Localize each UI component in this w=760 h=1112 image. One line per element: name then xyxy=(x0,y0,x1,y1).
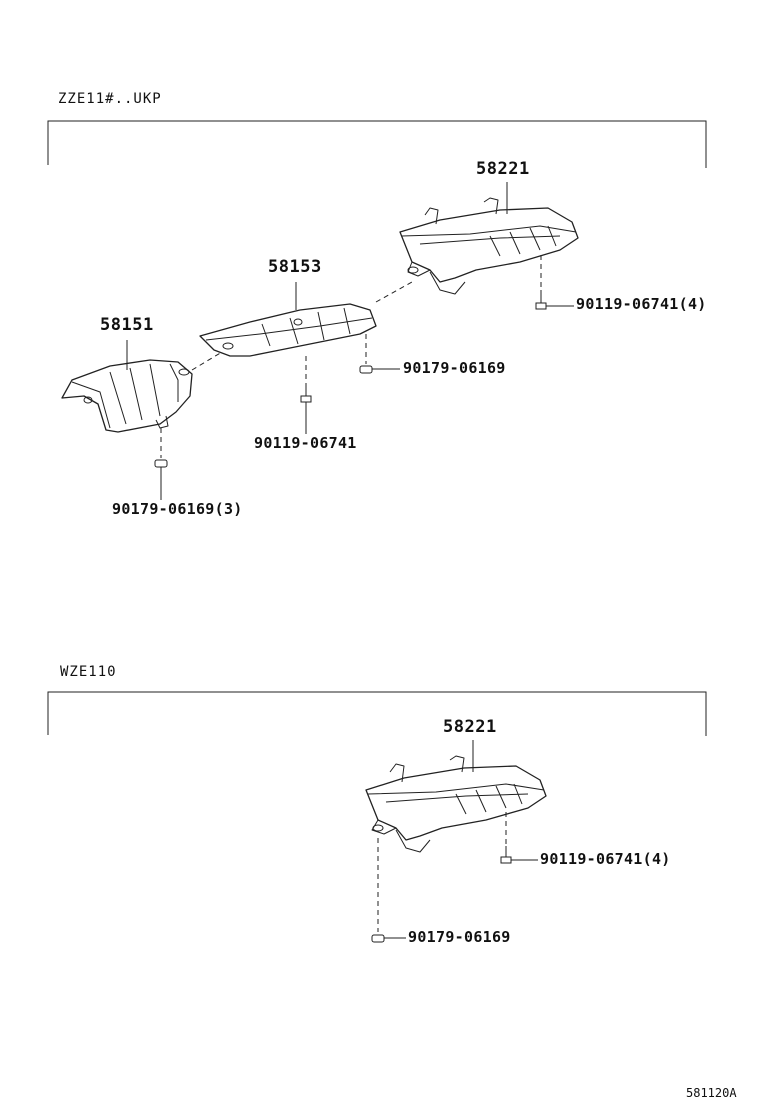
part-number-58151[interactable]: 58151 xyxy=(100,315,154,335)
section-title-wze110: WZE110 xyxy=(60,664,117,680)
part-number-58153[interactable]: 58153 xyxy=(268,257,322,277)
fastener-number-90119-06741-4-bottom[interactable]: 90119-06741(4) xyxy=(540,850,671,868)
fastener-number-90179-06169[interactable]: 90179-06169 xyxy=(403,359,506,377)
heat-insulator-58153 xyxy=(199,303,377,357)
fastener-number-90179-06169-bottom[interactable]: 90179-06169 xyxy=(408,928,511,946)
section1-frame xyxy=(47,120,707,168)
nut-90179-center-icon xyxy=(359,334,400,374)
section-title-zze11: ZZE11#..UKP xyxy=(58,91,162,107)
bolt-90119-rear-icon xyxy=(535,255,574,310)
heat-insulator-58221-top xyxy=(399,197,579,295)
alignment-line-front-center xyxy=(191,351,223,371)
part-number-58221-bottom[interactable]: 58221 xyxy=(443,717,497,737)
part-number-58221[interactable]: 58221 xyxy=(476,159,530,179)
heat-insulator-58151 xyxy=(61,359,193,433)
nut-90179-front-icon xyxy=(154,428,168,500)
alignment-line-center-rear xyxy=(375,281,413,303)
fastener-number-90119-06741[interactable]: 90119-06741 xyxy=(254,434,357,452)
bolt-90119-bottom-icon xyxy=(500,812,538,864)
bolt-90119-center-icon xyxy=(300,356,312,434)
section2-frame xyxy=(47,691,707,736)
fastener-number-90119-06741-4[interactable]: 90119-06741(4) xyxy=(576,295,707,313)
heat-insulator-58221-bottom xyxy=(365,755,547,853)
diagram-code: 581120A xyxy=(686,1086,737,1100)
nut-90179-bottom-icon xyxy=(371,838,406,943)
fastener-number-90179-06169-3[interactable]: 90179-06169(3) xyxy=(112,500,243,518)
